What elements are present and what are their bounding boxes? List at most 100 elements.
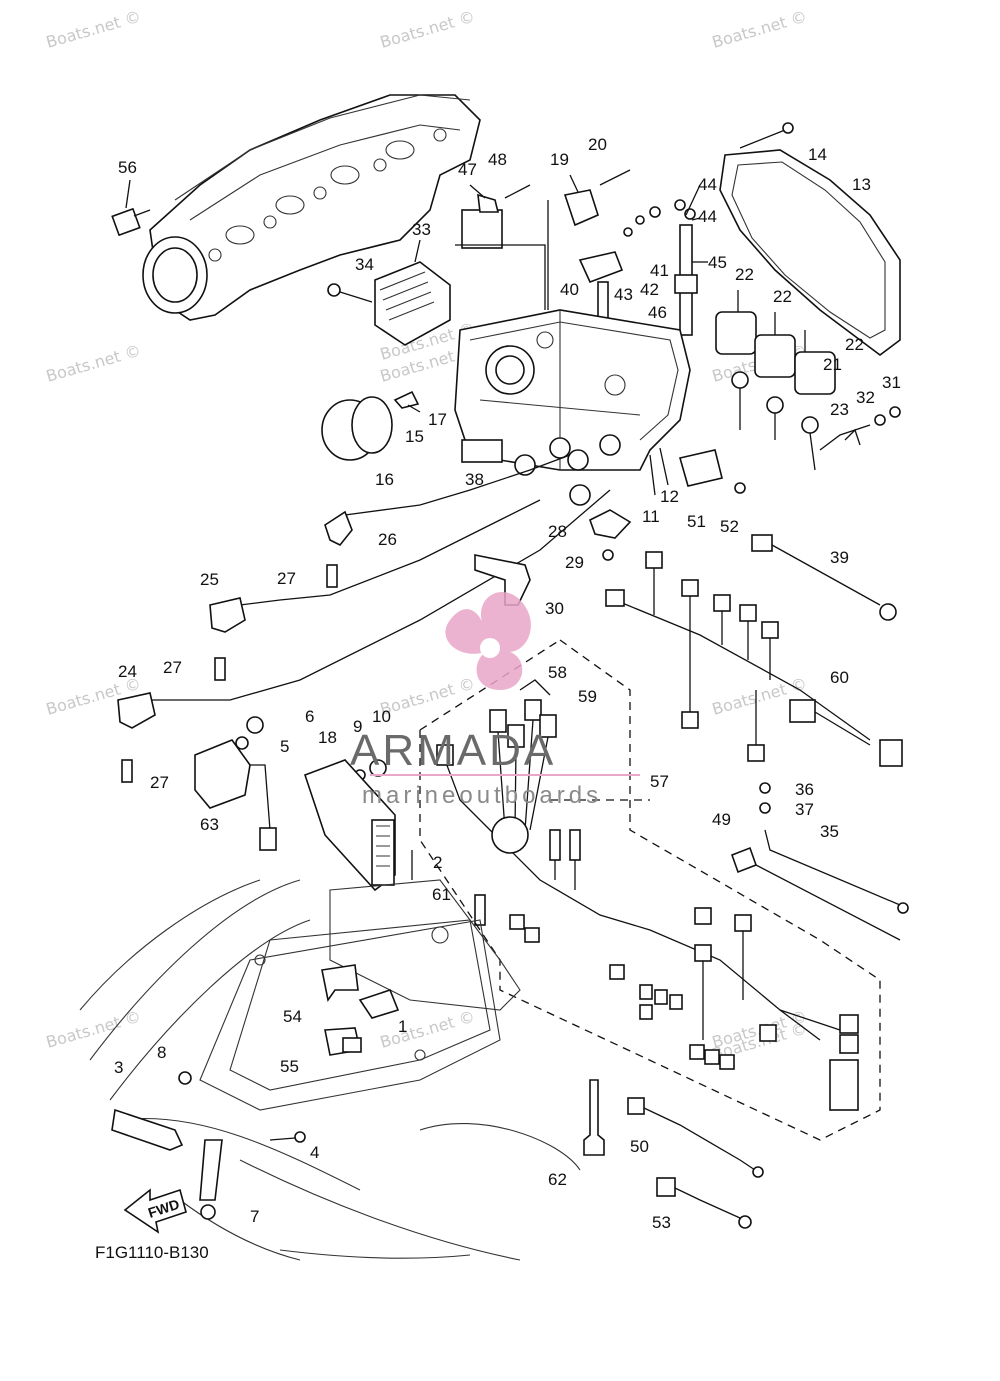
callout-50: 50 (630, 1137, 649, 1156)
callout-8: 8 (157, 1043, 166, 1062)
callout-39: 39 (830, 548, 849, 567)
part-21-ignition-coils (715, 290, 836, 471)
part-18-ecu (303, 759, 396, 892)
callout-22: 22 (845, 335, 864, 354)
part-51-bracket (589, 447, 746, 561)
watermark: Boats.net © (378, 674, 477, 719)
callout-10: 10 (372, 707, 391, 726)
callout-37: 37 (795, 800, 814, 819)
watermark: Boats.net © (378, 1007, 477, 1052)
watermark: Boats.net © (44, 1007, 143, 1052)
spark-plug-leads (117, 454, 611, 783)
callout-49: 49 (712, 810, 731, 829)
callout-1: 1 (398, 1017, 407, 1036)
callout-16: 16 (375, 470, 394, 489)
callout-27: 27 (163, 658, 182, 677)
callout-58: 58 (548, 663, 567, 682)
callout-15: 15 (405, 427, 424, 446)
callout-43: 43 (614, 285, 633, 304)
callout-12: 12 (660, 487, 679, 506)
harness-connectors (509, 907, 859, 1111)
callout-42: 42 (640, 280, 659, 299)
callout-30: 30 (545, 599, 564, 618)
callout-48: 48 (488, 150, 507, 169)
callout-20: 20 (588, 135, 607, 154)
callout-63: 63 (200, 815, 219, 834)
watermark: Boats.net © (710, 7, 809, 52)
callout-27: 27 (277, 569, 296, 588)
callout-51: 51 (687, 512, 706, 531)
callout-4: 4 (310, 1143, 319, 1162)
callout-44: 44 (698, 175, 717, 194)
callout-54: 54 (283, 1007, 302, 1026)
part-16-cap (321, 390, 421, 461)
callout-25: 25 (200, 570, 219, 589)
part-33-rectifier (374, 239, 451, 346)
callout-26: 26 (378, 530, 397, 549)
callout-38: 38 (465, 470, 484, 489)
callout-40: 40 (560, 280, 579, 299)
callout-32: 32 (856, 388, 875, 407)
part-3-plate (111, 1071, 306, 1220)
callout-22: 22 (735, 265, 754, 284)
part-53-sensor (656, 1177, 752, 1229)
part-45-ignition-stack (674, 184, 708, 336)
brand-name: ARMADA (350, 726, 556, 775)
watermark: Boats.net © (44, 341, 143, 386)
callout-27: 27 (150, 773, 169, 792)
electrical-box (454, 309, 691, 506)
callout-62: 62 (548, 1170, 567, 1189)
callout-33: 33 (412, 220, 431, 239)
callout-13: 13 (852, 175, 871, 194)
callout-11: 11 (642, 507, 660, 526)
part-6-nut (235, 716, 264, 750)
callout-5: 5 (280, 737, 289, 756)
callout-53: 53 (652, 1213, 671, 1232)
hull-deck (79, 879, 581, 1261)
callout-17: 17 (428, 410, 447, 429)
callout-44: 44 (698, 207, 717, 226)
callout-56: 56 (118, 158, 137, 177)
part-57-main-harness (436, 679, 821, 1041)
callout-9: 9 (353, 717, 362, 736)
part-14-screw (739, 122, 794, 149)
part-54-bracket (321, 964, 400, 1056)
part-35-cable (730, 782, 909, 941)
callout-59: 59 (578, 687, 597, 706)
callout-14: 14 (808, 145, 827, 164)
callout-57: 57 (650, 772, 669, 791)
fwd-arrow: FWD (123, 1188, 187, 1234)
callout-3: 3 (114, 1058, 123, 1077)
callout-6: 6 (305, 707, 314, 726)
brand-tagline: marineoutboards (362, 782, 602, 809)
part-61-clip (411, 850, 486, 926)
part-40-sensor (578, 206, 661, 328)
callout-61: 61 (432, 885, 451, 904)
callout-18: 18 (318, 728, 337, 747)
callout-31: 31 (882, 373, 901, 392)
callout-60: 60 (830, 668, 849, 687)
part-13-gasket (719, 149, 901, 356)
callout-layer: 56 48 47 19 20 14 13 44 44 33 34 41 45 4… (114, 135, 901, 1232)
callout-41: 41 (650, 261, 669, 280)
part-63-box (194, 739, 277, 851)
callout-28: 28 (548, 522, 567, 541)
watermark: Boats.net © (378, 7, 477, 52)
callout-46: 46 (648, 303, 667, 322)
callout-47: 47 (458, 160, 477, 179)
part-19-bracket (547, 169, 631, 310)
callout-34: 34 (355, 255, 374, 274)
part-60-harness (605, 551, 903, 767)
callout-2: 2 (433, 853, 442, 872)
exhaust-manifold (142, 94, 481, 321)
brand-watermark: ARMADA marineoutboards (350, 591, 640, 809)
part-47-relay (455, 184, 546, 310)
watermark: Boats.net © (44, 7, 143, 52)
callout-21: 21 (823, 355, 842, 374)
callout-36: 36 (795, 780, 814, 799)
callout-45: 45 (708, 253, 727, 272)
callout-23: 23 (830, 400, 849, 419)
diagram-code: F1G1110-B130 (95, 1243, 209, 1262)
callout-35: 35 (820, 822, 839, 841)
